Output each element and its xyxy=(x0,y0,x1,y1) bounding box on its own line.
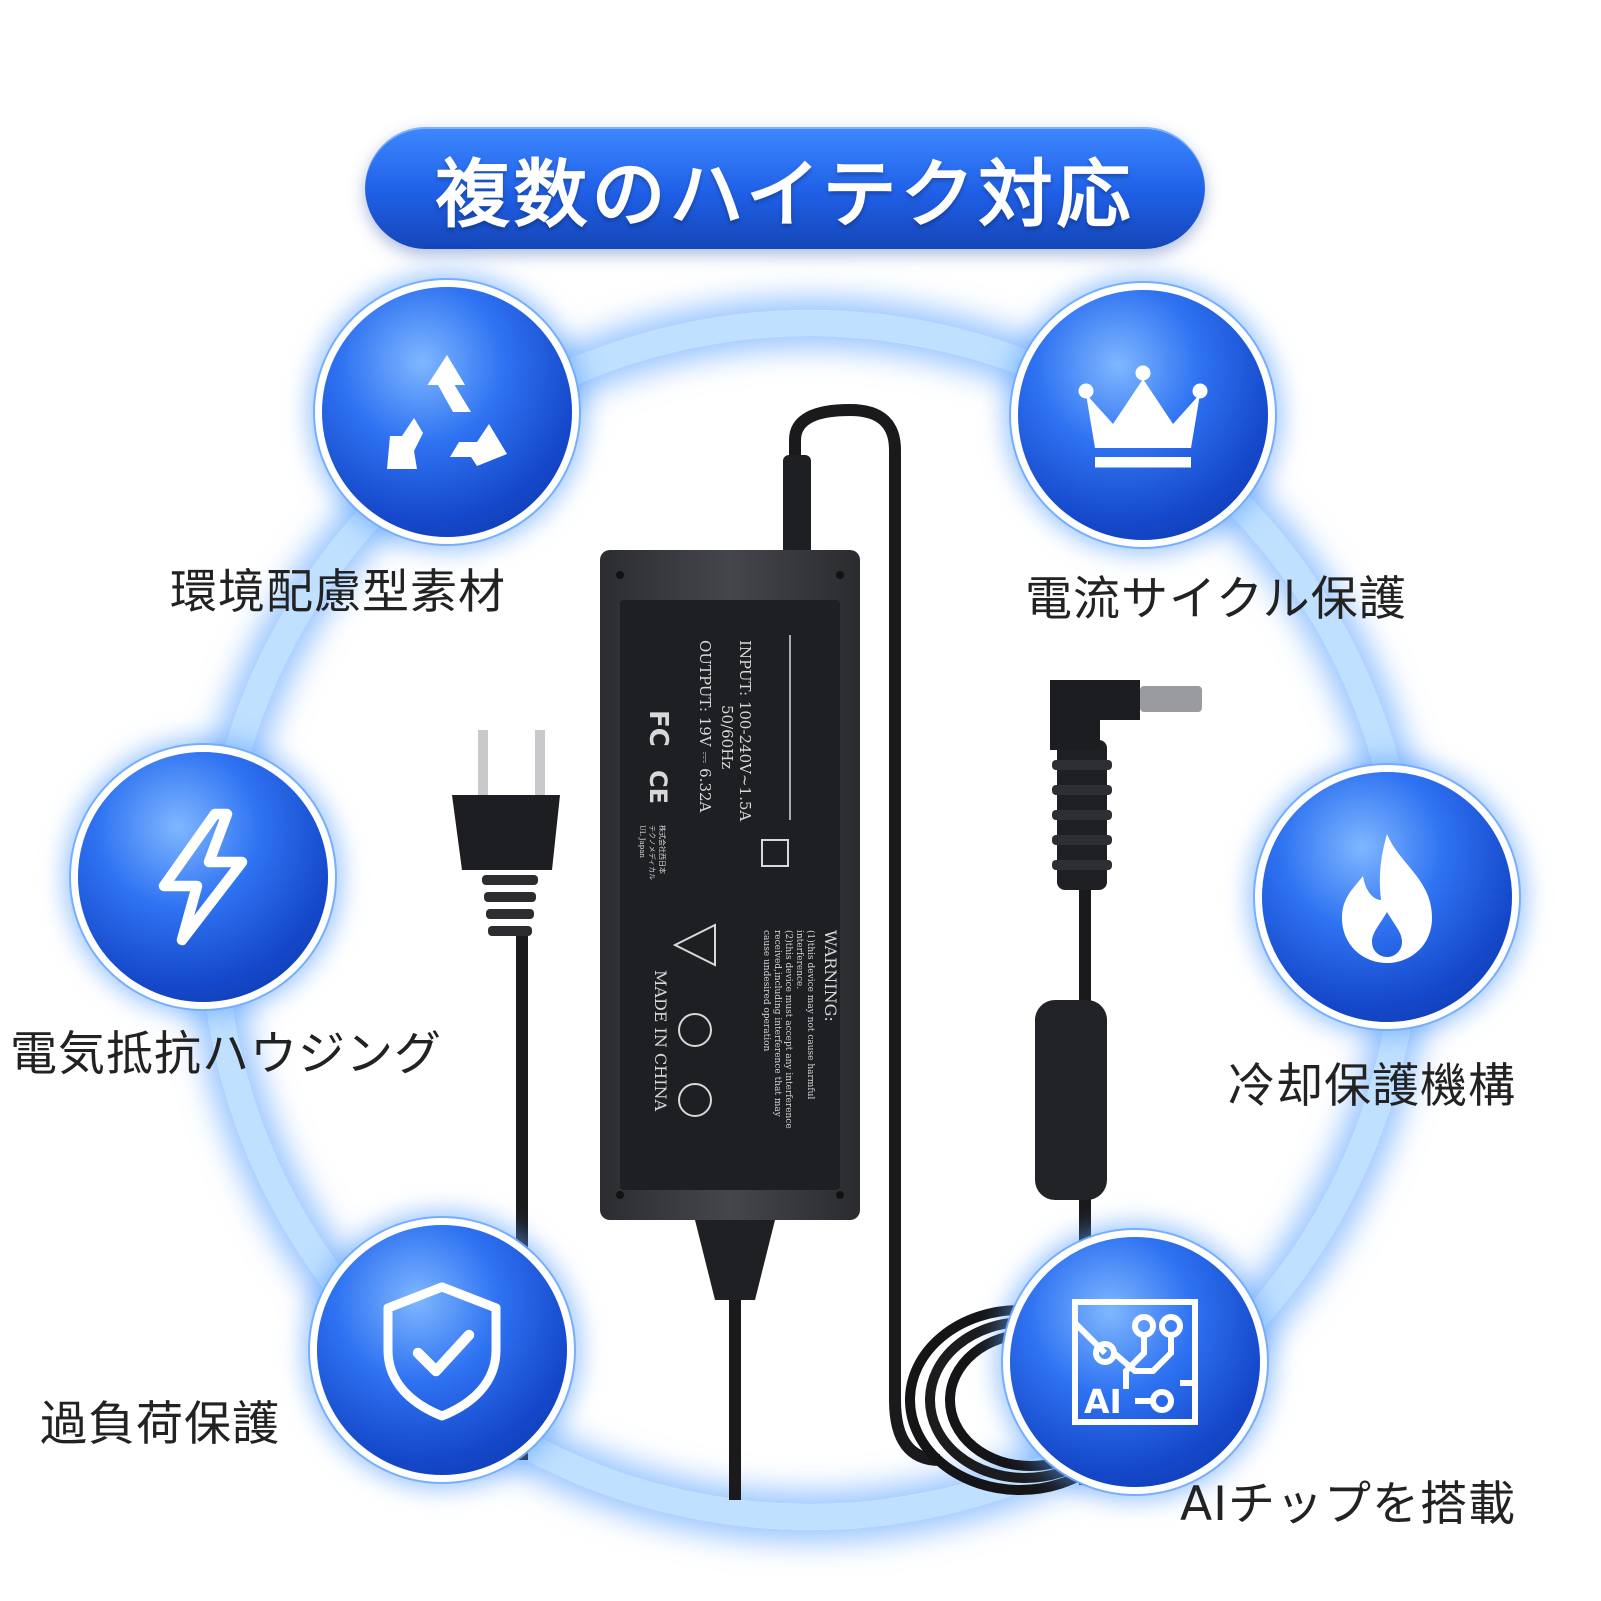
recycle-icon xyxy=(387,355,507,469)
label-output-line: OUTPUT: 19V ⎓ 6.32A xyxy=(696,640,714,813)
dc-plug-head xyxy=(1050,680,1140,750)
label-text-group: INPUT: 100-240V~1.5A 50/60Hz OUTPUT: 19V… xyxy=(638,640,840,1129)
made-in-label: MADE IN CHINA xyxy=(651,970,670,1111)
label-panel xyxy=(620,600,840,1190)
power-adapter-image: INPUT: 100-240V~1.5A 50/60Hz OUTPUT: 19V… xyxy=(452,403,1202,1500)
body-screws xyxy=(616,571,844,1199)
feature-label-eco-material: 環境配慮型素材 xyxy=(170,565,506,620)
pse-line3: UL Japan xyxy=(638,825,646,858)
warning-line2: (2)this device must accept any interfere… xyxy=(783,930,794,1129)
double-insulation-icon xyxy=(761,839,789,867)
output-cable-top xyxy=(789,403,941,1466)
crown-icon xyxy=(1078,365,1208,468)
lightning-icon xyxy=(158,808,248,946)
feature-label-resistance-housing: 電気抵抗ハウジング xyxy=(10,1027,442,1082)
ac-prong-right xyxy=(535,730,545,800)
pse-line1: 株式会社西日本 xyxy=(658,825,667,874)
feature-label-current-cycle: 電流サイクル保護 xyxy=(1025,572,1407,627)
weee-icon xyxy=(678,1013,712,1047)
warning-line2c: cause undesired operation xyxy=(761,930,771,1052)
body-strain-relief xyxy=(695,1220,775,1300)
title-banner: 複数のハイテク対応 xyxy=(365,127,1205,249)
badge-ai-chip: AI xyxy=(1010,1237,1260,1487)
svg-text:AI: AI xyxy=(1084,1382,1122,1421)
dc-barrel-tip xyxy=(1140,686,1202,712)
pse-line2: テクノメディカル xyxy=(648,825,657,880)
ferrite-core xyxy=(1035,1000,1107,1200)
strain-relief-top xyxy=(783,455,811,555)
ac-plug-ribs xyxy=(482,875,538,936)
badge-recycle xyxy=(322,287,572,537)
warning-line2b: received,including interference that may xyxy=(772,930,782,1118)
fcc-mark: FC xyxy=(643,710,673,747)
badge-lightning xyxy=(78,752,328,1002)
warning-line1: (1)this device may not cause harmful xyxy=(805,930,816,1099)
ce-mark: CE xyxy=(644,770,672,804)
ac-prong-left xyxy=(478,730,488,800)
h-mark-icon xyxy=(678,1083,712,1117)
shield-check-icon xyxy=(383,1282,501,1421)
feature-label-ai-chip: AIチップを搭載 xyxy=(1180,1477,1517,1532)
badge-shield xyxy=(317,1225,567,1475)
label-input-line1: INPUT: 100-240V~1.5A xyxy=(736,640,754,821)
feature-label-cooling: 冷却保護機構 xyxy=(1228,1059,1516,1114)
label-input-line2: 50/60Hz xyxy=(718,705,736,769)
warning-title: WARNING: xyxy=(821,930,840,1022)
page-title: 複数のハイテク対応 xyxy=(435,151,1135,238)
flame-icon xyxy=(1342,834,1432,963)
warning-line1b: interference. xyxy=(794,930,804,989)
badge-crown xyxy=(1018,290,1268,540)
badge-flame xyxy=(1262,772,1512,1022)
feature-label-overload: 過負荷保護 xyxy=(40,1397,280,1452)
hazard-triangle-icon xyxy=(672,923,716,967)
dc-ribs xyxy=(1052,760,1112,870)
ai-chip-icon: AI xyxy=(1072,1299,1198,1425)
ac-plug-body xyxy=(452,795,560,870)
